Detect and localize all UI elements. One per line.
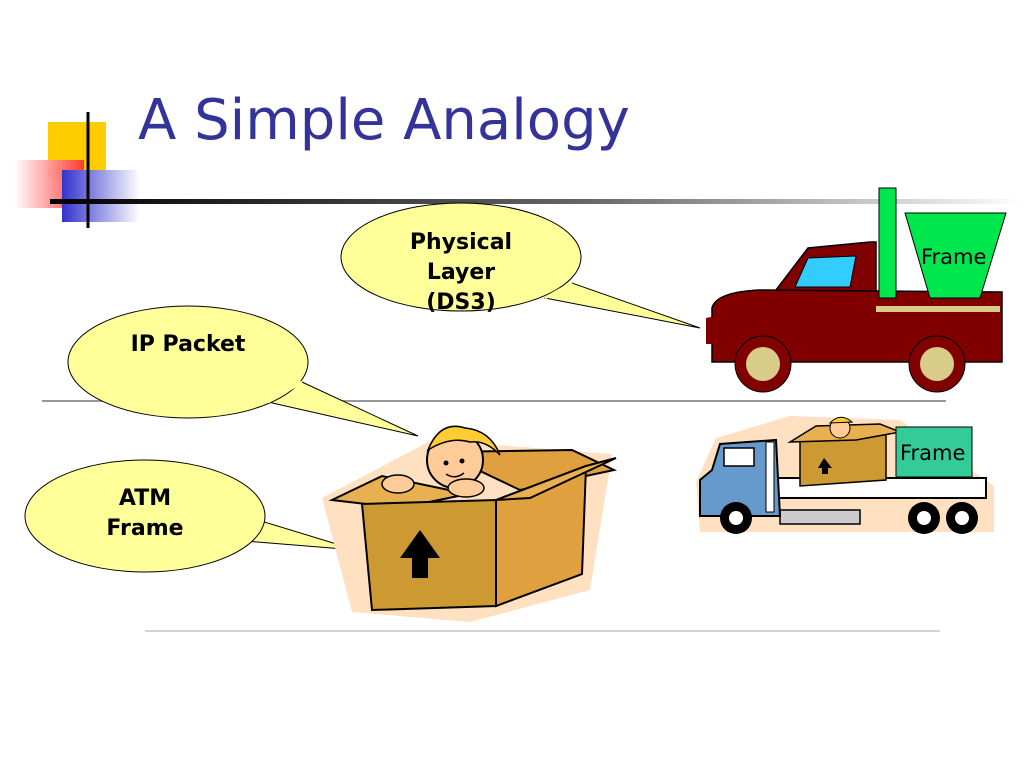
physical-layer-line-2: Layer bbox=[426, 260, 496, 285]
ip-packet-line-1: IP Packet bbox=[130, 332, 246, 357]
ip-packet-callout-text: IP Packet bbox=[98, 330, 278, 360]
semi-truck bbox=[696, 416, 994, 534]
decorative-squares-logo bbox=[14, 112, 140, 228]
cardboard-box-with-child bbox=[322, 425, 618, 622]
title-underline bbox=[50, 199, 1024, 204]
pickup-truck bbox=[706, 187, 1007, 393]
physical-layer-callout-bubble bbox=[340, 202, 701, 329]
slide-title: A Simple Analogy bbox=[138, 88, 630, 153]
atm-frame-line-2: Frame bbox=[106, 516, 184, 541]
atm-frame-callout-text: ATM Frame bbox=[65, 484, 225, 544]
ip-packet-callout-bubble bbox=[67, 305, 419, 437]
atm-frame-line-1: ATM bbox=[118, 486, 172, 511]
physical-layer-line-1: Physical bbox=[409, 230, 513, 255]
physical-layer-line-3: (DS3) bbox=[426, 290, 496, 315]
semi-frame-label: Frame bbox=[900, 441, 966, 465]
physical-layer-callout-text: Physical Layer (DS3) bbox=[381, 228, 541, 318]
atm-frame-callout-bubble bbox=[24, 459, 357, 573]
pickup-frame-label: Frame bbox=[921, 245, 987, 269]
